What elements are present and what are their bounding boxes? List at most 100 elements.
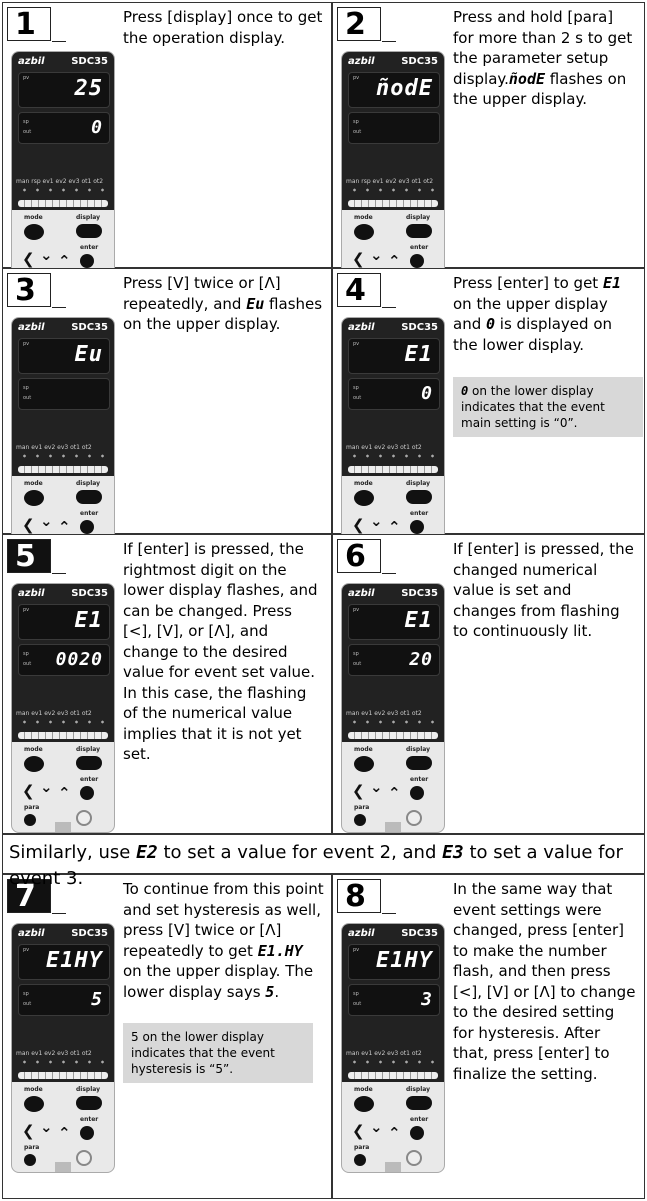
left-arrow-key[interactable]: ❮ xyxy=(352,1122,365,1140)
para-key[interactable] xyxy=(24,1154,36,1166)
up-arrow-key[interactable]: ⌃ xyxy=(388,252,401,270)
para-key[interactable] xyxy=(354,814,366,826)
enter-key[interactable] xyxy=(80,254,94,268)
step-instruction: If [enter] is pressed, the rightmost dig… xyxy=(123,540,318,763)
out-label: out xyxy=(23,661,32,667)
indicator-lamps xyxy=(348,1060,438,1064)
step-number: 6 xyxy=(337,539,396,574)
up-arrow-key[interactable]: ⌃ xyxy=(58,784,71,802)
para-key[interactable] xyxy=(354,1154,366,1166)
model-label: SDC35 xyxy=(71,928,108,939)
down-arrow-key[interactable]: ⌄ xyxy=(370,512,383,530)
upper-display-value: E1 xyxy=(74,608,103,633)
enter-key[interactable] xyxy=(410,1126,424,1140)
up-arrow-key[interactable]: ⌃ xyxy=(388,1124,401,1142)
step-number: 8 xyxy=(337,879,396,914)
left-arrow-key[interactable]: ❮ xyxy=(22,250,35,268)
left-arrow-key[interactable]: ❮ xyxy=(22,1122,35,1140)
enter-key-label: enter xyxy=(410,510,429,517)
left-arrow-key[interactable]: ❮ xyxy=(22,516,35,534)
down-arrow-key[interactable]: ⌄ xyxy=(370,778,383,796)
mode-key-label: mode xyxy=(24,214,43,221)
up-arrow-key[interactable]: ⌃ xyxy=(58,518,71,536)
display-key[interactable] xyxy=(76,490,102,504)
mode-key[interactable] xyxy=(354,490,374,506)
down-arrow-key[interactable]: ⌄ xyxy=(40,1118,53,1136)
mode-key[interactable] xyxy=(354,756,374,772)
enter-key[interactable] xyxy=(80,786,94,800)
display-key[interactable] xyxy=(76,1096,102,1110)
enter-key-label: enter xyxy=(410,1116,429,1123)
model-label: SDC35 xyxy=(71,588,108,599)
enter-key-label: enter xyxy=(80,776,99,783)
display-key[interactable] xyxy=(76,224,102,238)
para-key[interactable] xyxy=(24,814,36,826)
mode-key-label: mode xyxy=(24,1086,43,1093)
mode-key[interactable] xyxy=(24,1096,44,1112)
upper-display-value: E1 xyxy=(404,342,433,367)
para-key-label: para xyxy=(24,804,40,811)
display-key-label: display xyxy=(406,214,431,221)
indicator-lamps xyxy=(348,720,438,724)
down-arrow-key[interactable]: ⌄ xyxy=(40,246,53,264)
left-arrow-key[interactable]: ❮ xyxy=(352,250,365,268)
mounting-tab xyxy=(385,822,401,832)
deviation-bar xyxy=(18,732,108,739)
enter-key[interactable] xyxy=(80,1126,94,1140)
mode-key[interactable] xyxy=(24,490,44,506)
left-arrow-key[interactable]: ❮ xyxy=(352,516,365,534)
down-arrow-key[interactable]: ⌄ xyxy=(40,778,53,796)
sp-label: sp xyxy=(353,991,359,997)
note-text: on the lower display indicates that the … xyxy=(461,384,605,430)
left-arrow-key[interactable]: ❮ xyxy=(22,782,35,800)
brand-logo: azbil xyxy=(18,928,45,939)
mode-key[interactable] xyxy=(354,1096,374,1112)
text-part: Press [V] twice or [Λ] repeatedly, and xyxy=(123,274,281,313)
deviation-bar xyxy=(348,466,438,473)
display-key[interactable] xyxy=(406,490,432,504)
up-arrow-key[interactable]: ⌃ xyxy=(58,252,71,270)
mode-key[interactable] xyxy=(24,224,44,240)
up-arrow-key[interactable]: ⌃ xyxy=(388,518,401,536)
down-arrow-key[interactable]: ⌄ xyxy=(40,512,53,530)
down-arrow-key[interactable]: ⌄ xyxy=(370,1118,383,1136)
lower-display-value: 0 xyxy=(91,117,103,138)
display-key[interactable] xyxy=(406,1096,432,1110)
display-key[interactable] xyxy=(76,756,102,770)
enter-key[interactable] xyxy=(410,254,424,268)
deviation-bar xyxy=(348,1072,438,1079)
enter-key[interactable] xyxy=(410,786,424,800)
text-part: to set a value for event 3. xyxy=(9,842,623,889)
display-key[interactable] xyxy=(406,756,432,770)
indicator-lamps xyxy=(18,1060,108,1064)
up-arrow-key[interactable]: ⌃ xyxy=(58,1124,71,1142)
indicator-labels: man ev1 ev2 ev3 ot1 ot2 xyxy=(16,710,92,717)
mode-key[interactable] xyxy=(354,224,374,240)
pv-label: pv xyxy=(353,947,360,953)
up-arrow-key[interactable]: ⌃ xyxy=(388,784,401,802)
mounting-tab xyxy=(55,822,71,832)
down-arrow-key[interactable]: ⌄ xyxy=(370,246,383,264)
enter-key[interactable] xyxy=(410,520,424,534)
deviation-bar xyxy=(18,466,108,473)
enter-key[interactable] xyxy=(80,520,94,534)
display-key[interactable] xyxy=(406,224,432,238)
mode-key[interactable] xyxy=(24,756,44,772)
display-code: 0 xyxy=(486,315,496,333)
left-arrow-key[interactable]: ❮ xyxy=(352,782,365,800)
step-note: 0 on the lower display indicates that th… xyxy=(453,377,643,437)
text-part: To continue from this point and set hyst… xyxy=(123,880,324,960)
